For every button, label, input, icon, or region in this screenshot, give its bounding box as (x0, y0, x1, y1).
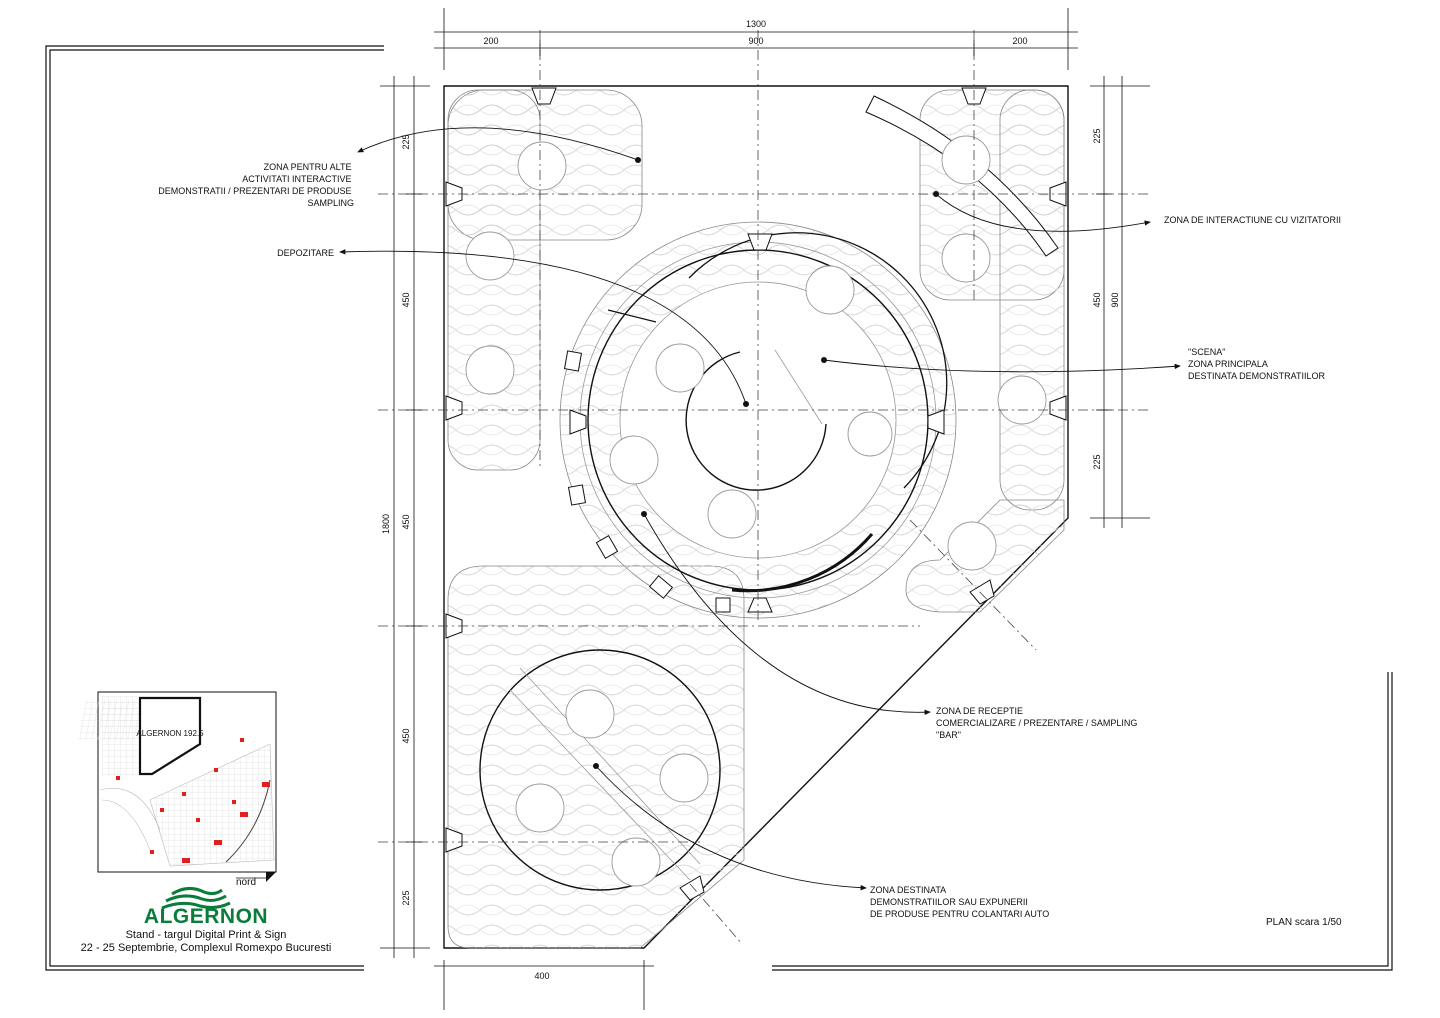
dim-top-right: 200 (1012, 36, 1027, 46)
round-tables (465, 135, 1047, 887)
dim-top-mid: 900 (748, 36, 763, 46)
dim-right-2: 450 (1092, 292, 1102, 307)
leader-lines (339, 127, 1181, 891)
dim-left-2: 450 (401, 292, 411, 307)
label-zona-interactiune: ZONA DE INTERACTIUNE CU VIZITATORII (1164, 215, 1341, 225)
dim-top-left: 200 (483, 36, 498, 46)
leader-dots (593, 157, 939, 769)
dim-top-total: 1300 (746, 19, 766, 29)
location-minimap: ALGERNON 192.5 nord (77, 691, 277, 888)
dim-left-total: 1800 (381, 514, 391, 534)
light-fixtures (445, 87, 1067, 901)
dim-left-5: 225 (401, 890, 411, 905)
dim-left-4: 450 (401, 728, 411, 743)
dim-right-total: 900 (1110, 292, 1120, 307)
dimension-lines (380, 8, 1150, 1010)
label-depozitare: DEPOZITARE (277, 248, 334, 258)
stand-outline (443, 85, 1069, 949)
interaction-bench (865, 95, 1059, 257)
dim-left-1: 225 (401, 134, 411, 149)
label-scena: "SCENA" ZONA PRINCIPALA DESTINATA DEMONS… (1188, 347, 1326, 381)
brand-name: ALGERNON (143, 905, 269, 928)
dim-right-3: 225 (1092, 454, 1102, 469)
label-receptie: ZONA DE RECEPTIE COMERCIALIZARE / PREZEN… (936, 706, 1140, 740)
compass-label: nord (236, 877, 256, 888)
event-dates: 22 - 25 Septembrie, Complexul Romexpo Bu… (80, 942, 332, 954)
demo-circle (479, 649, 721, 891)
dim-left-3: 450 (401, 514, 411, 529)
axis-lines (378, 30, 1150, 945)
dim-bottom: 400 (534, 971, 549, 981)
stools (563, 350, 731, 613)
title-block: ALGERNON Stand - targul Digital Print & … (48, 885, 364, 955)
scale-note: PLAN scara 1/50 (1266, 917, 1342, 928)
brand-logo-waves (161, 887, 231, 910)
dim-right-1: 225 (1092, 128, 1102, 143)
label-zona-activitati: ZONA PENTRU ALTE ACTIVITATI INTERACTIVE … (158, 162, 354, 208)
page-frame (45, 45, 1393, 971)
stand-description: Stand - targul Digital Print & Sign (125, 929, 287, 941)
label-destinata: ZONA DESTINATA DEMONSTRATIILOR SAU EXPUN… (870, 885, 1049, 919)
minimap-stand-label: ALGERNON 192.5 (136, 729, 204, 738)
